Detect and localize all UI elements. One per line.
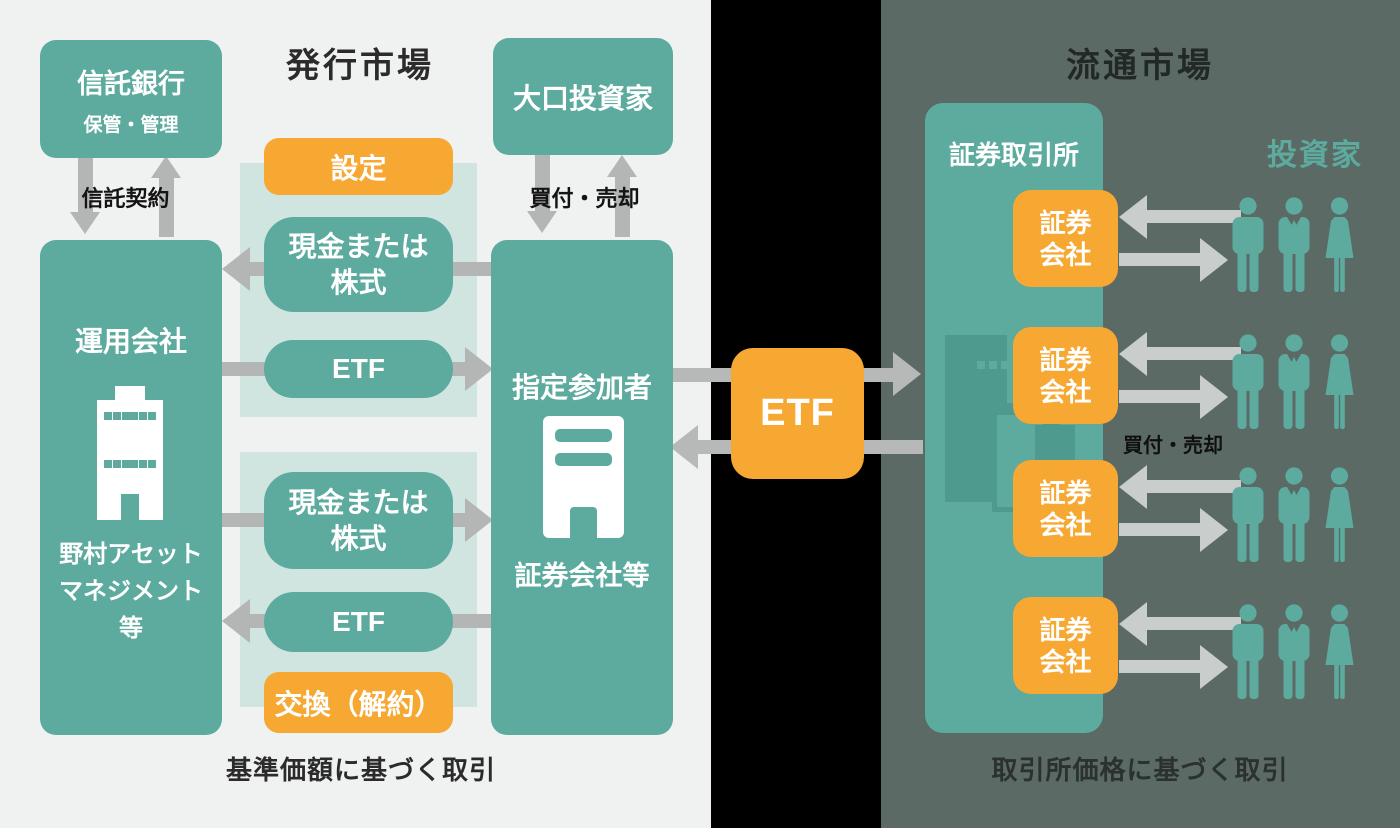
arrow-trustbank-down-head [70,212,100,234]
issuance-footer-label: 基準価額に基づく取引 [225,755,496,785]
management-company-detail: 野村アセット マネジメント 等 [59,541,203,642]
trust-bank-box: 信託銀行 保管・管理 [40,40,222,158]
buy-sell-label-right: 買付・売却 [1123,435,1223,457]
authorized-participant-subtitle: 証券会社等 [514,561,650,591]
investor-woman-icon [1325,467,1354,562]
arrow-cash-to-ap-head [465,498,493,542]
arrow-investor-up-shaft [615,177,630,237]
arrow-investor-down-shaft [535,155,550,213]
trust-contract-label: 信託契約 [81,186,170,211]
arrow-trustbank-up-head [151,156,181,178]
authorized-participant-box: 指定参加者 証券会社等 [491,240,673,735]
arrow-investor-down-head [527,211,557,233]
arrow-broker-to-investors [1200,238,1228,282]
investor-man-tie-icon [1278,334,1310,429]
investor-man-icon [1232,467,1264,562]
secondary-market-title: 流通市場 [1066,47,1214,85]
trust-bank-role: 保管・管理 [83,114,179,136]
broker-label: 証券 会社 [1039,207,1092,270]
arrow-trustbank-down-shaft [78,156,93,214]
redemption-cash-pill: 現金または 株式 [264,472,453,569]
arrow-investor-up-head [607,155,637,177]
arrow-investors-to-broker [1119,602,1147,646]
arrow-exchange-to-ap-head [670,425,698,469]
broker-box: 証券 会社 [1013,460,1118,557]
trust-bank-name: 信託銀行 [77,68,185,99]
broker-row-3: 証券 会社 [1013,460,1400,562]
broker-label: 証券 会社 [1039,477,1092,540]
authorized-participant-name: 指定参加者 [511,372,652,403]
investor-man-icon [1232,604,1264,699]
arrow-investors-to-broker [1119,465,1147,509]
broker-label: 証券 会社 [1039,344,1092,407]
arrow-ap-to-exchange-head [893,352,921,396]
broker-box: 証券 会社 [1013,597,1118,694]
investor-woman-icon [1325,334,1354,429]
investor-man-tie-icon [1278,197,1310,292]
buy-sell-label-left: 買付・売却 [529,186,640,211]
arrow-etf-to-mgmt-head [222,599,250,643]
arrow-investors-to-broker [1119,195,1147,239]
arrow-broker-to-investors [1200,375,1228,419]
management-company-box: 運用会社 野村アセット マネジメント 等 [40,240,222,735]
broker-row-2: 証券 会社 [1013,327,1400,429]
arrow-etf-to-ap-head [465,347,493,391]
arrow-investors-to-broker [1119,332,1147,376]
securities-building-icon [543,416,624,538]
investor-man-tie-icon [1278,604,1310,699]
investors-label: 投資家 [1267,139,1363,172]
investor-woman-icon [1325,197,1354,292]
secondary-footer-label: 取引所価格に基づく取引 [991,755,1289,785]
creation-cash-pill: 現金または 株式 [264,217,453,312]
issuance-market-title: 発行市場 [286,47,434,85]
large-investor-box: 大口投資家 [493,38,673,155]
etf-transfer-box: ETF [731,348,864,479]
arrow-broker-to-investors [1200,645,1228,689]
investor-man-icon [1232,334,1264,429]
creation-label-pill: 設定 [264,138,453,195]
management-company-name: 運用会社 [74,326,187,357]
broker-box: 証券 会社 [1013,327,1118,424]
broker-label: 証券 会社 [1039,614,1092,677]
arrow-trustbank-up-shaft [159,178,174,237]
office-building-icon [97,386,163,520]
investor-man-tie-icon [1278,467,1310,562]
redemption-etf-pill: ETF [264,592,453,652]
creation-etf-pill: ETF [264,340,453,398]
investor-woman-icon [1325,604,1354,699]
stock-exchange-name: 証券取引所 [948,140,1079,170]
arrow-cash-to-mgmt-head [222,247,250,291]
broker-row-4: 証券 会社 [1013,597,1400,699]
redemption-label-pill: 交換（解約） [264,672,453,733]
investor-man-icon [1232,197,1264,292]
broker-box: 証券 会社 [1013,190,1118,287]
broker-row-1: 証券 会社 [1013,190,1400,292]
arrow-broker-to-investors [1200,508,1228,552]
